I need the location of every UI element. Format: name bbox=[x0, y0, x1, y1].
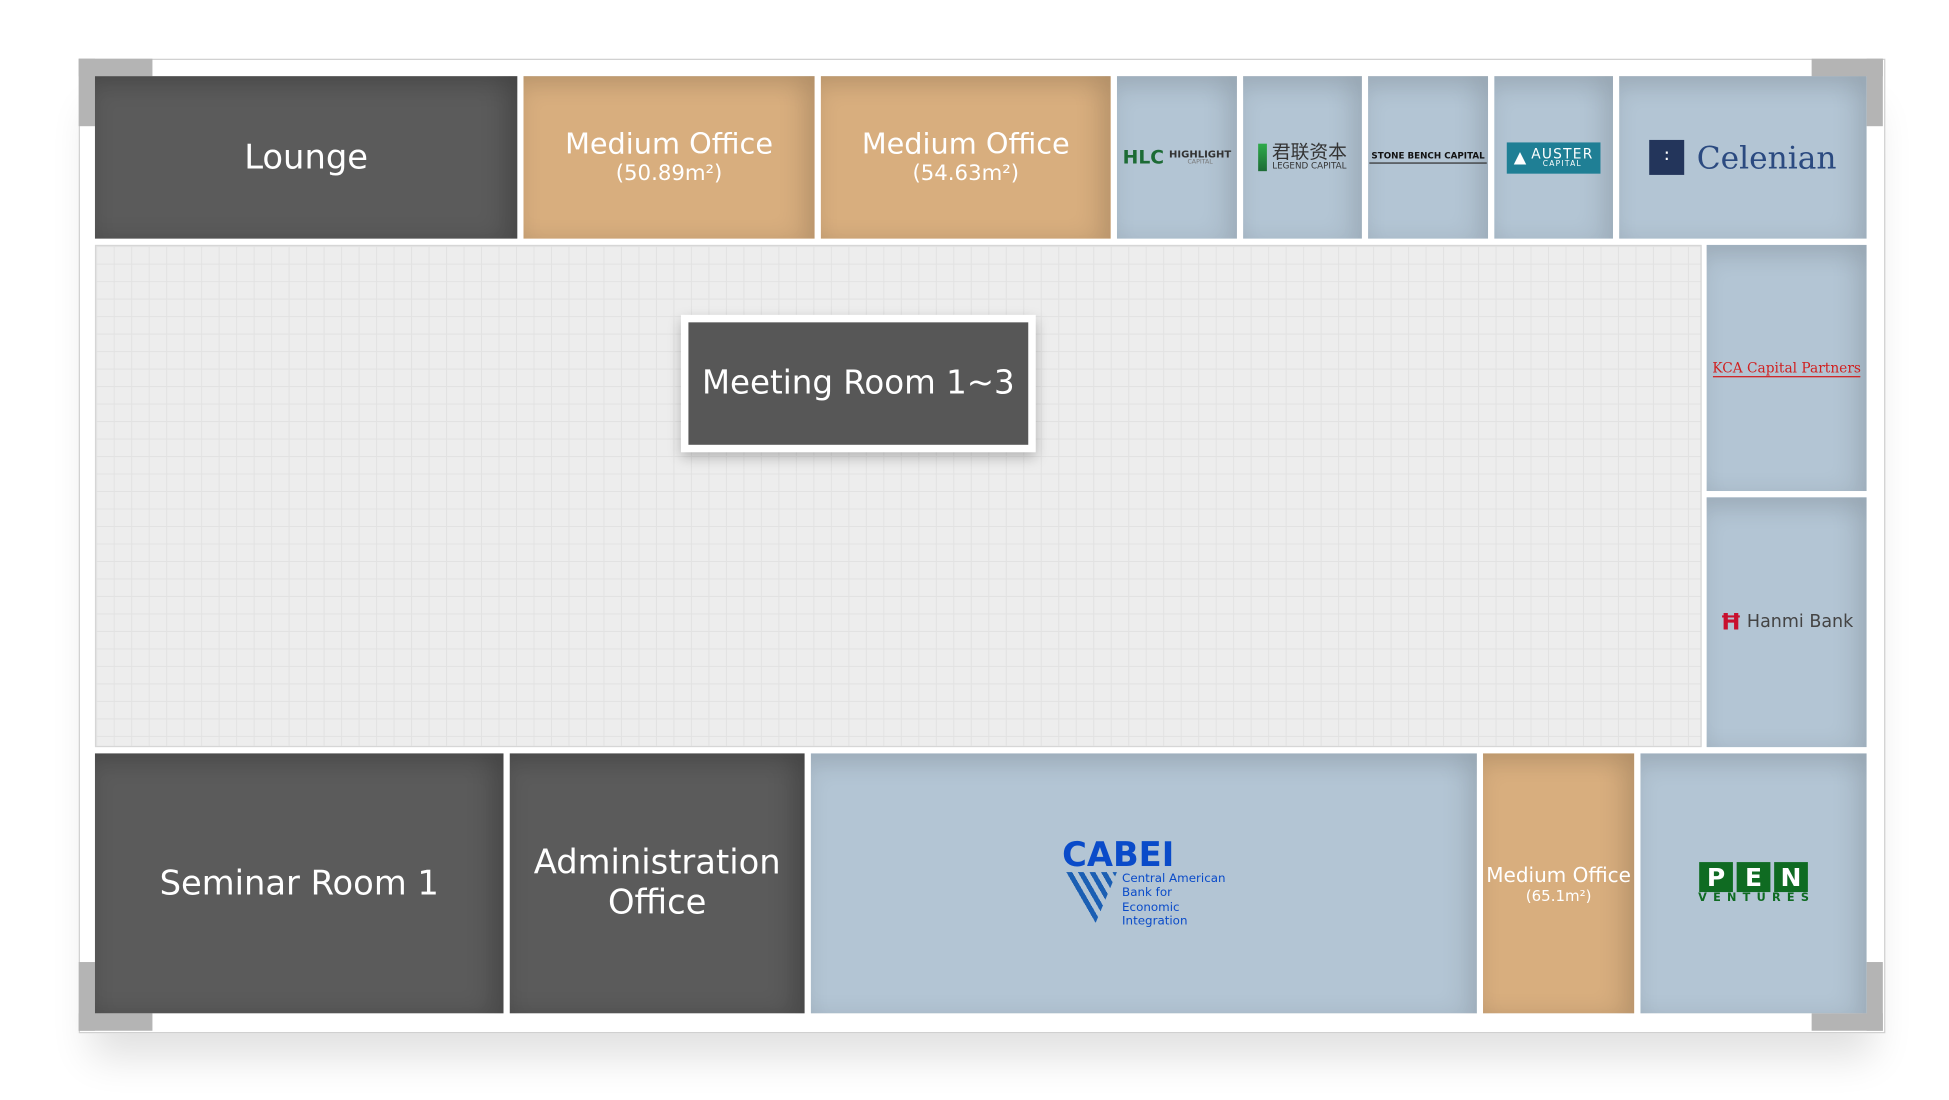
kca-capital-partners-logo: KCA Capital Partners bbox=[1712, 359, 1861, 377]
room-label: Seminar Room 1 bbox=[159, 863, 439, 903]
logo-letter: E bbox=[1736, 862, 1771, 893]
logo-subtext: Integration bbox=[1122, 914, 1188, 929]
room-area: (50.89m²) bbox=[615, 161, 723, 187]
room-label: Meeting Room 1~3 bbox=[701, 364, 1015, 403]
hanmi-bank-logo: Ħ Hanmi Bank bbox=[1720, 609, 1853, 635]
logo-text: Celenian bbox=[1696, 139, 1837, 176]
star-icon: ⁚ bbox=[1649, 139, 1685, 175]
room-lounge[interactable]: Lounge bbox=[94, 76, 518, 239]
logo-letter: N bbox=[1774, 862, 1808, 893]
highlight-capital-logo: HLC HIGHLIGHT CAPITAL bbox=[1123, 146, 1232, 168]
logo-subtext: Central American bbox=[1122, 871, 1226, 886]
logo-text: 君联资本 bbox=[1271, 141, 1347, 164]
legend-capital-logo: 君联资本 LEGEND CAPITAL bbox=[1258, 142, 1347, 172]
room-kca-capital-partners[interactable]: KCA Capital Partners bbox=[1706, 244, 1867, 492]
room-stone-bench-capital[interactable]: STONE BENCH CAPITAL bbox=[1368, 76, 1489, 239]
room-label: Medium Office bbox=[861, 128, 1070, 162]
stone-bench-capital-logo: STONE BENCH CAPITAL bbox=[1368, 151, 1488, 164]
corner-marker bbox=[78, 962, 95, 1031]
room-label: Office bbox=[607, 883, 707, 923]
auster-capital-logo: ▲ AUSTER CAPITAL bbox=[1506, 141, 1602, 174]
logo-text: CABEI bbox=[1062, 835, 1175, 875]
room-pen-ventures[interactable]: P E N VENTURES bbox=[1640, 753, 1867, 1014]
logo-text: HIGHLIGHT bbox=[1169, 148, 1232, 160]
room-meeting-room[interactable]: Meeting Room 1~3 bbox=[680, 314, 1036, 453]
corner-marker bbox=[78, 1013, 153, 1031]
room-cabei[interactable]: CABEI Central American Bank for Economic… bbox=[810, 753, 1477, 1014]
room-auster-capital[interactable]: ▲ AUSTER CAPITAL bbox=[1494, 76, 1613, 239]
corner-marker bbox=[1811, 1013, 1883, 1031]
room-label: Lounge bbox=[244, 138, 368, 177]
corner-marker bbox=[1811, 58, 1883, 77]
room-administration-office[interactable]: Administration Office bbox=[509, 753, 805, 1014]
logo-text: AUSTER bbox=[1531, 145, 1594, 162]
room-legend-capital[interactable]: 君联资本 LEGEND CAPITAL bbox=[1243, 76, 1362, 239]
celenian-logo: ⁚ Celenian bbox=[1649, 139, 1837, 176]
hanmi-mark-icon: Ħ bbox=[1720, 609, 1742, 636]
pen-ventures-logo: P E N VENTURES bbox=[1692, 862, 1816, 905]
room-seminar-room-1[interactable]: Seminar Room 1 bbox=[94, 753, 504, 1014]
room-label: Administration bbox=[533, 842, 781, 882]
room-label: Medium Office bbox=[1486, 863, 1631, 888]
stripes-icon bbox=[1062, 871, 1118, 925]
room-celenian[interactable]: ⁚ Celenian bbox=[1619, 76, 1867, 239]
cabei-logo: CABEI Central American Bank for Economic… bbox=[1062, 835, 1226, 929]
logo-text: Hanmi Bank bbox=[1746, 612, 1854, 633]
room-label: Medium Office bbox=[565, 128, 774, 162]
room-medium-office-1[interactable]: Medium Office (50.89m²) bbox=[523, 76, 815, 239]
logo-subtext: LEGEND CAPITAL bbox=[1272, 161, 1347, 172]
corner-marker bbox=[1866, 58, 1883, 127]
mountain-icon: ▲ bbox=[1513, 148, 1527, 167]
logo-subtext: CAPITAL bbox=[1187, 158, 1213, 166]
room-area: (54.63m²) bbox=[912, 161, 1020, 187]
logo-letter: P bbox=[1699, 862, 1733, 893]
room-highlight-capital[interactable]: HLC HIGHLIGHT CAPITAL bbox=[1116, 76, 1237, 239]
logo-subtext: CAPITAL bbox=[1542, 159, 1582, 169]
room-medium-office-3[interactable]: Medium Office (65.1m²) bbox=[1483, 753, 1635, 1014]
logo-subtext: Economic bbox=[1122, 900, 1180, 914]
corner-marker bbox=[78, 58, 153, 77]
legend-mark-icon bbox=[1258, 143, 1267, 172]
room-hanmi-bank[interactable]: Ħ Hanmi Bank bbox=[1706, 497, 1867, 748]
corner-marker bbox=[78, 58, 95, 127]
logo-subtext: VENTURES bbox=[1698, 892, 1816, 905]
logo-mark: HLC bbox=[1122, 146, 1165, 169]
room-area: (65.1m²) bbox=[1525, 887, 1592, 905]
room-medium-office-2[interactable]: Medium Office (54.63m²) bbox=[820, 76, 1111, 239]
logo-subtext: Bank for bbox=[1122, 885, 1172, 900]
corner-marker bbox=[1866, 962, 1883, 1031]
